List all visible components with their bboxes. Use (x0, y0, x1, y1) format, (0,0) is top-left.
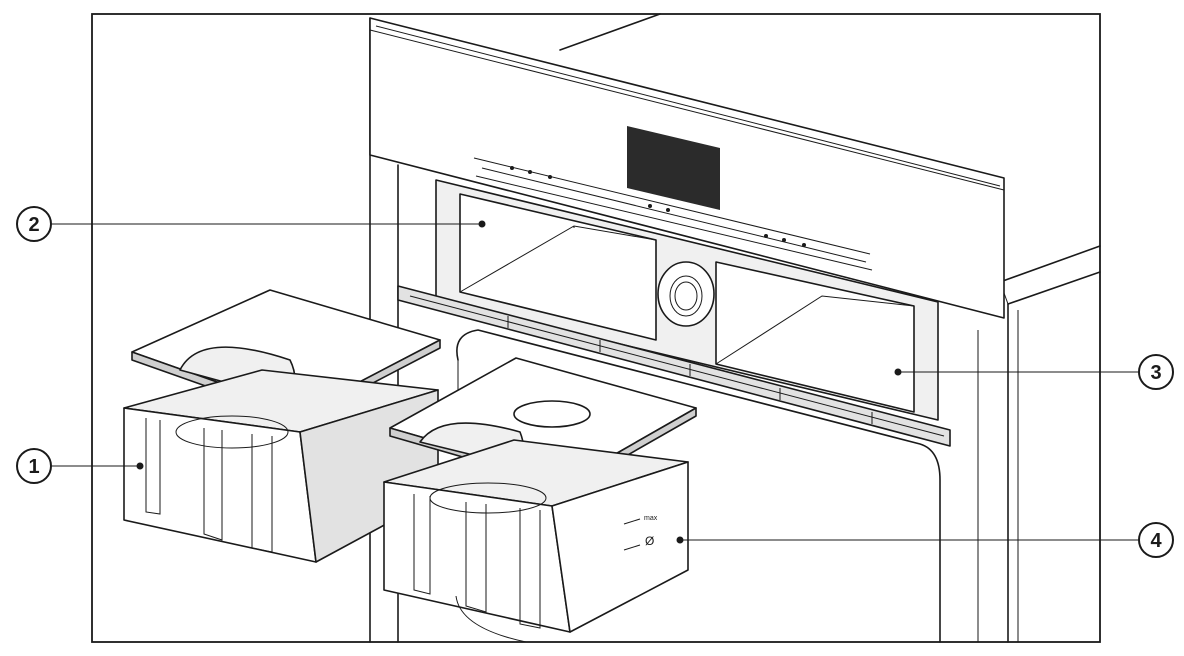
callout-3-number: 3 (1150, 362, 1161, 384)
kitchen-cabinet (559, 13, 1101, 643)
touch-icons (510, 166, 806, 247)
scale-max-label: max (644, 515, 658, 522)
water-tank-4: max Ø (383, 357, 697, 643)
tank-water-scale: max Ø (623, 515, 658, 551)
door-window (456, 329, 941, 643)
callout-2-number: 2 (28, 214, 39, 236)
callout-leaders (52, 220, 1138, 544)
control-panel (369, 17, 1005, 319)
callout-2: 2 (16, 206, 52, 242)
callout-4: 4 (1138, 522, 1174, 558)
figure-frame (91, 13, 1101, 643)
scale-mark-label: Ø (645, 534, 654, 548)
control-knob (657, 261, 715, 327)
water-tank-1 (123, 289, 441, 563)
callout-1-number: 1 (28, 456, 39, 478)
tank-compartment-area (435, 179, 939, 421)
display-screen (627, 126, 720, 210)
door-handle (397, 285, 951, 447)
callout-3: 3 (1138, 354, 1174, 390)
right-tank-compartment (715, 261, 915, 413)
callout-1: 1 (16, 448, 52, 484)
callout-4-number: 4 (1150, 530, 1162, 552)
left-tank-compartment (459, 193, 657, 341)
